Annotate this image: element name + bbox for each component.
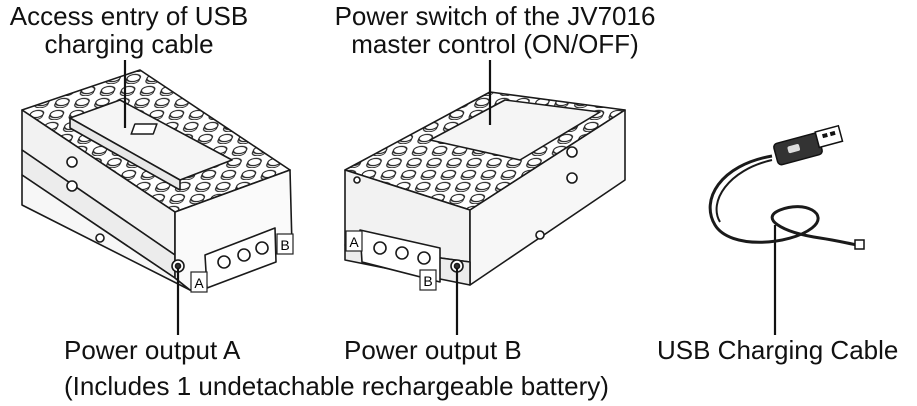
right-port-letter-b: B: [419, 269, 437, 291]
left-port-letter-b: B: [276, 233, 294, 255]
svg-text:B: B: [280, 237, 289, 253]
svg-text:A: A: [194, 275, 204, 291]
usb-entry-label-line2: charging cable: [44, 29, 214, 59]
controller-brick-left: [21, 69, 293, 291]
svg-text:B: B: [423, 273, 432, 289]
svg-text:A: A: [349, 234, 359, 250]
switch-label-line1: Power switch of the JV7016: [334, 1, 656, 31]
controller-brick-right: [344, 91, 626, 286]
right-port-letter-a: A: [345, 230, 363, 252]
usb-charging-cable-label: USB Charging Cable: [657, 335, 899, 365]
left-port-letter-a: A: [190, 271, 208, 293]
battery-note: (Includes 1 undetachable rechargeable ba…: [64, 371, 609, 401]
usb-entry-label-line1: Access entry of USB: [9, 1, 249, 31]
usb-cable-icon: [708, 124, 865, 250]
switch-label-line2: master control (ON/OFF): [351, 29, 639, 59]
power-output-b-label: Power output B: [344, 335, 522, 365]
power-output-a-label: Power output A: [64, 335, 241, 365]
